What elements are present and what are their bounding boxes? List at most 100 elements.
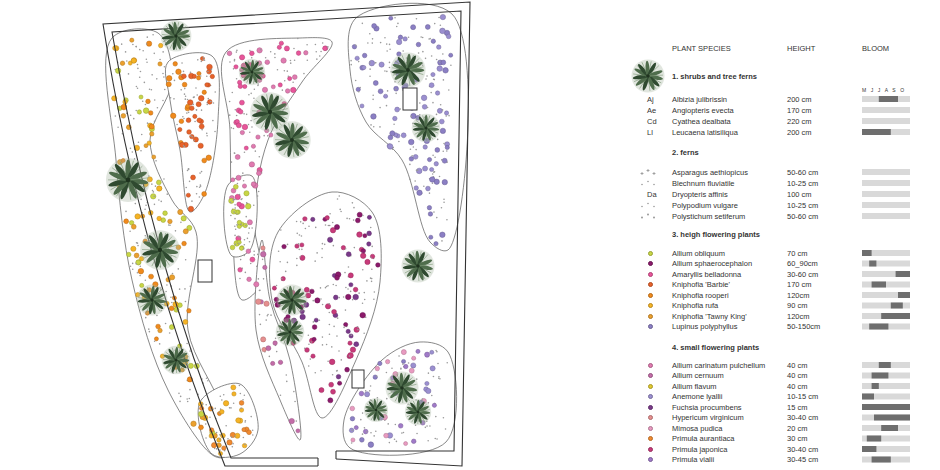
flower-dot <box>262 347 266 351</box>
fern-dot <box>191 200 193 202</box>
fern-dot <box>267 135 269 137</box>
flower-dot <box>348 273 353 278</box>
fern-dot <box>371 246 373 248</box>
fern-dot <box>403 432 405 434</box>
fern-dot <box>357 326 359 328</box>
flower-dot <box>331 389 336 394</box>
flower-dot <box>239 408 243 412</box>
fern-dot <box>259 156 261 158</box>
fern-dot <box>183 118 185 120</box>
fern-dot <box>163 76 165 78</box>
tree-fern-symbol <box>632 60 665 93</box>
flower-dot <box>303 217 307 221</box>
species-name: Hypericum virginicum <box>672 413 744 422</box>
flower-dot <box>430 366 435 371</box>
fern-dot <box>158 199 160 201</box>
fern-dot <box>346 218 348 220</box>
table-cell: 60_90cm <box>787 259 818 268</box>
fern-dot <box>369 33 371 35</box>
fern-dot <box>245 272 247 274</box>
fern-dot <box>203 57 205 59</box>
fern-dot <box>240 199 242 201</box>
fern-dot <box>367 42 369 44</box>
fern-dot <box>220 395 222 397</box>
fern-dot <box>132 151 134 153</box>
fern-dot <box>415 149 417 151</box>
flower-dot <box>346 329 350 333</box>
flower-dot <box>385 360 389 364</box>
fern-dot <box>147 122 149 124</box>
fern-dot <box>183 145 185 147</box>
flower-dot <box>244 191 249 196</box>
flower-dot <box>311 217 315 221</box>
flower-dot <box>431 39 435 43</box>
flower-dot <box>238 109 243 114</box>
flower-dot <box>256 299 262 305</box>
fern-dot <box>340 359 342 361</box>
fern-dot <box>349 218 351 220</box>
fern-dot <box>250 263 252 265</box>
flower-dot <box>378 89 383 94</box>
flower-dot <box>350 347 355 352</box>
fern-dot <box>308 365 310 367</box>
species-name: Angiopteris evecta <box>672 106 734 115</box>
flower-dot <box>384 94 388 98</box>
fern-dot <box>436 438 438 440</box>
fern-dot <box>304 347 306 349</box>
table-cell: 170 cm <box>787 280 812 289</box>
flower-dot <box>230 432 235 437</box>
table-cell: 40 cm <box>787 361 807 370</box>
species-name: Allium flavum <box>672 382 717 391</box>
fern-dot <box>219 449 221 451</box>
fern-dot <box>409 164 411 166</box>
species-name: Allium obliquum <box>672 249 725 258</box>
flower-dot <box>242 428 246 432</box>
flower-dot <box>350 406 355 411</box>
fern-dot <box>249 50 251 52</box>
flower-dot <box>237 220 242 225</box>
flower-dot <box>352 45 356 49</box>
bench <box>198 260 212 282</box>
fern-dot <box>187 170 189 172</box>
fern-dot <box>339 209 341 211</box>
fern-dot <box>200 75 202 77</box>
fern-dot <box>133 118 135 120</box>
flower-dot <box>341 245 345 249</box>
tree-fern-symbol <box>140 230 180 270</box>
fern-dot <box>230 407 232 409</box>
flower-dot <box>251 182 256 187</box>
flower-dot <box>414 186 418 190</box>
flower-dot <box>266 346 271 351</box>
fern-dot <box>136 242 138 244</box>
fern-dot <box>300 221 302 223</box>
fern-dot <box>168 224 170 226</box>
fern-dot <box>206 76 208 78</box>
fern-dot <box>426 425 428 427</box>
fern-dot <box>157 107 159 109</box>
fern-dot <box>436 114 438 116</box>
fern-dot <box>347 288 349 290</box>
fern-dot <box>380 42 382 44</box>
color-swatch <box>648 426 653 431</box>
tree-fern-symbol <box>364 398 388 422</box>
fern-dot <box>193 96 195 98</box>
fern-dot <box>338 297 340 299</box>
flower-dot <box>157 186 162 191</box>
flower-dot <box>157 216 161 220</box>
fern-dot <box>328 225 330 227</box>
fern-dot <box>162 73 164 75</box>
flower-dot <box>443 68 448 73</box>
flower-dot <box>151 194 156 199</box>
flower-dot <box>243 84 247 88</box>
fern-dot <box>201 129 203 131</box>
fern-dot <box>322 336 324 338</box>
fern-dot <box>257 195 259 197</box>
fern-dot <box>229 101 231 103</box>
fern-dot <box>246 114 248 116</box>
fern-dot <box>231 92 233 94</box>
fern-dot <box>362 23 364 25</box>
flower-dot <box>223 401 228 406</box>
bed-outline <box>224 175 258 257</box>
fern-dot <box>370 385 372 387</box>
fern-dot <box>230 215 232 217</box>
